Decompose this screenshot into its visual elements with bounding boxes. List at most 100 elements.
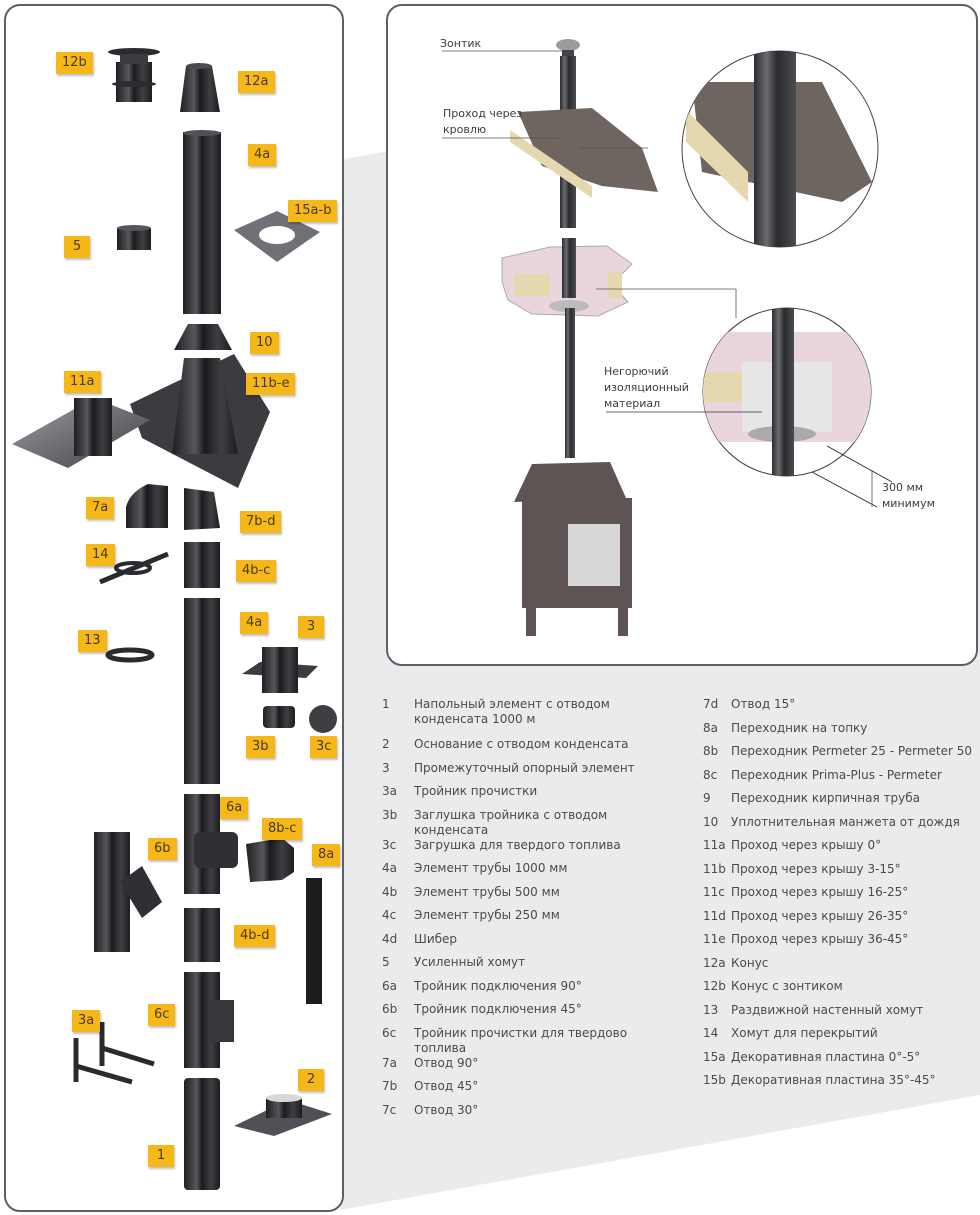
badge-14: 14	[86, 544, 115, 566]
part-2-base	[234, 1094, 332, 1136]
part-6a-tee-90	[184, 794, 238, 894]
roof-section	[510, 108, 658, 198]
ceiling-section	[501, 238, 633, 317]
callout-roof-pass-line2: кровлю	[443, 123, 487, 136]
badge-3c: 3c	[310, 736, 338, 758]
part-6c-cleaning-tee	[184, 972, 234, 1068]
badge-4b-c: 4b-c	[236, 560, 277, 582]
badge-15a-b: 15a-b	[288, 200, 338, 222]
part-8a-adapter	[306, 878, 322, 1004]
part-10-rain-collar	[174, 324, 232, 350]
badge-4a-top: 4a	[248, 144, 277, 166]
part-5-clamp	[117, 225, 151, 250]
callout-cap: Зонтик	[440, 37, 482, 50]
badge-3a: 3a	[72, 1010, 101, 1032]
callout-clearance-line1: 300 мм	[882, 481, 924, 494]
part-3c-plug	[309, 705, 337, 733]
ceiling-detail-circle	[702, 307, 872, 477]
wood-stove	[514, 462, 632, 636]
installation-illustration	[442, 39, 893, 636]
badge-4a-mid: 4a	[240, 612, 269, 634]
badge-7b-d: 7b-d	[240, 511, 282, 533]
badge-8a: 8a	[312, 844, 341, 866]
badge-10: 10	[250, 332, 279, 354]
callout-insulation-line1: Негорючий	[604, 365, 669, 378]
part-8b-c-adapter	[246, 838, 294, 882]
part-7a-elbow-90	[126, 484, 168, 528]
badge-12b: 12b	[56, 52, 93, 74]
badge-6b: 6b	[148, 838, 177, 860]
badge-8b-c: 8b-c	[262, 818, 303, 840]
part-11b-e-roof-pass	[130, 354, 270, 488]
part-3a-wall-bracket	[73, 1022, 155, 1085]
part-12b-cone-with-cap	[108, 48, 160, 102]
badge-6c: 6c	[148, 1004, 176, 1026]
part-6b-tee-45	[94, 832, 162, 952]
flue-pipe-lower	[565, 308, 575, 458]
badge-13: 13	[78, 630, 107, 652]
part-4a-pipe-top	[183, 130, 221, 314]
badge-12a: 12a	[238, 71, 275, 93]
callout-insulation-line3: материал	[604, 397, 661, 410]
badge-6a: 6a	[220, 797, 249, 819]
part-12a-cone	[180, 63, 220, 112]
part-4b-d-pipe	[184, 908, 220, 962]
part-3b-tee-cap	[263, 706, 295, 728]
callout-clearance-line2: минимум	[882, 497, 935, 510]
badge-11b-e: 11b-e	[246, 373, 296, 395]
badge-5: 5	[64, 236, 90, 258]
badge-2: 2	[298, 1069, 324, 1091]
part-7b-d-elbow	[184, 488, 220, 530]
parts-panel: 12b 12a 4a 15a-b 5 10 11a 11b-e 7a 7b-d …	[4, 4, 344, 1212]
badge-4b-d: 4b-d	[234, 925, 276, 947]
parts-illustration	[12, 48, 337, 1190]
callout-roof-pass-line1: Проход через	[443, 107, 523, 120]
part-3-support	[242, 647, 318, 693]
installation-diagram-panel: Зонтик Проход через кровлю Негорючий изо…	[386, 4, 978, 666]
part-4a-pipe-mid	[184, 598, 220, 784]
part-13-wall-clamp	[105, 647, 155, 663]
part-11a-roof-pass-flat	[12, 398, 150, 468]
badge-11a: 11a	[64, 371, 101, 393]
callout-insulation-line2: изоляционный	[604, 381, 689, 394]
part-4b-c-pipe	[184, 542, 220, 588]
badge-7a: 7a	[86, 497, 115, 519]
badge-1: 1	[148, 1145, 174, 1167]
badge-3: 3	[298, 616, 324, 638]
badge-3b: 3b	[246, 736, 275, 758]
part-14-floor-clamp	[99, 551, 169, 585]
part-1-floor-element	[184, 1078, 220, 1190]
roof-detail-circle	[681, 50, 879, 248]
